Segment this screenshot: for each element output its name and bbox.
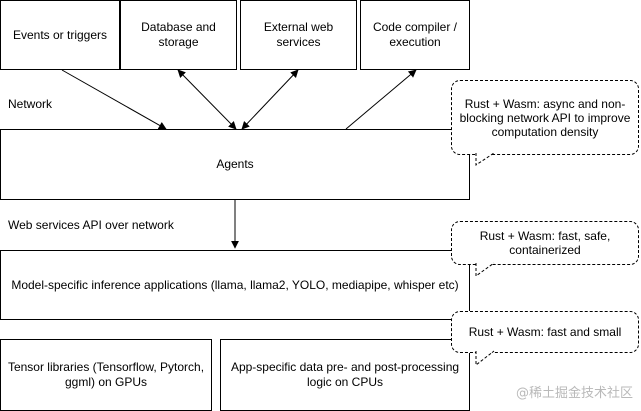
network-note-text: Rust + Wasm: async and non-blocking netw… (459, 96, 631, 139)
compiler-label: Code compiler / execution (372, 20, 458, 49)
agents-box: Agents (0, 129, 470, 200)
tensor-note-tail (475, 350, 495, 367)
tensor-note-text: Rust + Wasm: fast and small (468, 325, 622, 339)
network-label: Network (8, 97, 53, 111)
arrow-events-to-agents (61, 69, 167, 130)
watermark: @稀土掘金技术社区 (515, 386, 633, 401)
arrow-agents-to-compiler (345, 69, 417, 130)
database-box: Database and storage (120, 0, 237, 70)
inference-note-text: Rust + Wasm: fast, safe, containerized (479, 229, 611, 257)
events-label: Events or triggers (12, 27, 108, 42)
events-box: Events or triggers (0, 0, 120, 70)
network-note-tail (475, 152, 495, 166)
inference-box: Model-specific inference applications (l… (0, 250, 470, 320)
tensor-label: Tensor libraries (Tensorflow, Pytorch, g… (7, 360, 205, 389)
arrow-agents-web-services (241, 69, 299, 130)
compiler-box: Code compiler / execution (360, 0, 470, 70)
agents-label: Agents (216, 157, 254, 171)
network-note-callout: Rust + Wasm: async and non-blocking netw… (451, 80, 639, 155)
preprocessing-box: App-specific data pre- and post-processi… (220, 339, 470, 411)
web-services-label: External web services (263, 20, 334, 49)
preprocessing-label: App-specific data pre- and post-processi… (230, 360, 460, 389)
inference-note-tail (475, 262, 495, 277)
inference-note-callout: Rust + Wasm: fast, safe, containerized (451, 221, 639, 265)
inference-label: Model-specific inference applications (l… (11, 277, 459, 292)
arrow-agents-database (177, 69, 237, 130)
tensor-note-callout: Rust + Wasm: fast and small (451, 311, 639, 353)
database-label: Database and storage (141, 20, 216, 49)
tensor-box: Tensor libraries (Tensorflow, Pytorch, g… (0, 339, 212, 411)
web-api-label: Web services API over network (8, 218, 174, 232)
web-services-box: External web services (240, 0, 357, 70)
